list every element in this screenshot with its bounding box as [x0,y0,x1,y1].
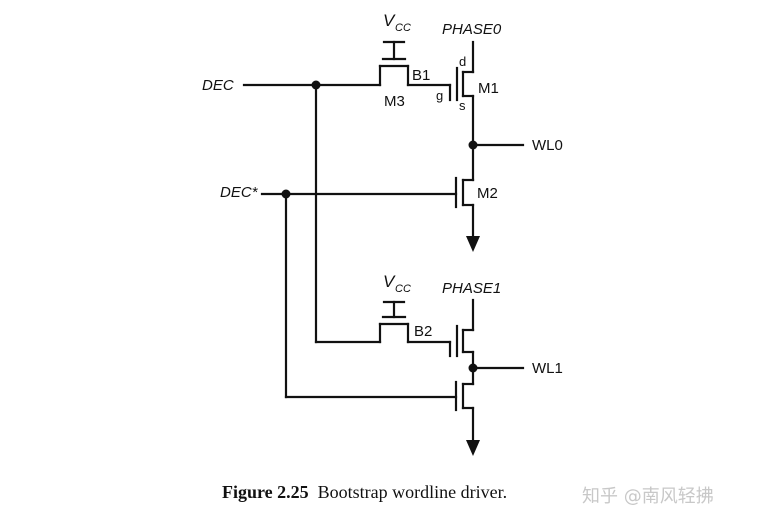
phase0-label: PHASE0 [442,21,502,38]
m2-label: M2 [477,185,498,202]
m1-label: M1 [478,80,499,97]
pin-s-label: s [459,98,466,113]
pin-d-label: d [459,54,466,69]
vcc-sub-top: CC [395,22,411,34]
transistor-m1 [448,40,475,147]
transistor-driver-2 [448,298,475,370]
transistor-b2 [378,300,452,344]
dec-star-label: DEC* [220,184,259,201]
watermark: 知乎 @南风轻拂 [582,486,714,507]
phase1-label: PHASE1 [442,280,501,297]
ground-arrow-top [466,236,480,252]
transistor-m2 [454,143,475,238]
figure-caption: Figure 2.25 Bootstrap wordline driver. [222,482,507,503]
m3-label: M3 [384,93,405,110]
dec-label: DEC [202,77,234,94]
pin-g-label: g [436,88,443,103]
vcc-label-bottom: V [383,272,396,291]
wl1-label: WL1 [532,360,563,377]
figure-title: Bootstrap wordline driver. [317,482,508,502]
vcc-sub-bottom: CC [395,283,411,295]
wl0-label: WL0 [532,137,563,154]
figure-number: Figure 2.25 [222,482,309,502]
b1-label: B1 [412,67,430,84]
transistor-m3 [378,40,452,87]
b2-label: B2 [414,323,432,340]
ground-arrow-bottom [466,440,480,456]
vcc-label-top: V [383,11,396,30]
transistor-pulldown-2 [454,366,475,442]
